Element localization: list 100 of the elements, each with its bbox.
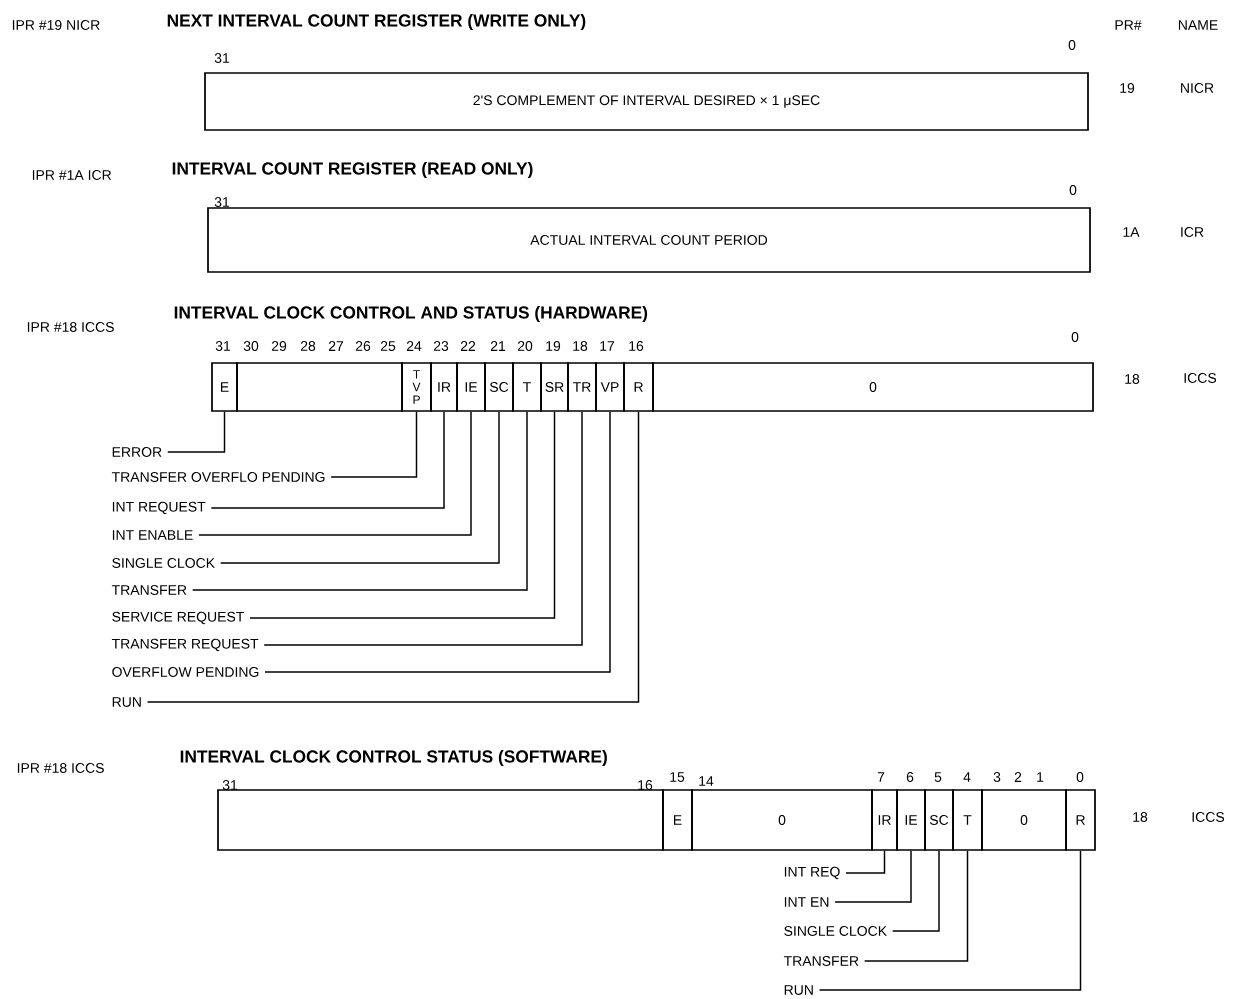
bit-number: 0 (1076, 772, 1084, 782)
leader-line (191, 411, 528, 591)
bit-field: IR (871, 789, 898, 851)
leader-line (818, 850, 1082, 991)
bit-number: 0 (1068, 40, 1076, 50)
bit-number: 0 (1071, 332, 1079, 342)
bit-field: T (512, 362, 542, 412)
field-name: ERROR (112, 447, 162, 457)
bit-number: 25 (380, 341, 396, 351)
field-name: TRANSFER (111, 585, 187, 595)
bit-number: 26 (355, 341, 371, 351)
bit-number: 29 (271, 341, 287, 351)
bit-number: PR# (1115, 20, 1142, 30)
bit-number: 17 (600, 341, 615, 351)
register-label: IPR #18 ICCS (27, 322, 114, 332)
register-label: IPR #19 NICR (12, 20, 100, 30)
leader-line (249, 411, 556, 619)
leader-line (198, 411, 472, 536)
register-label: IPR #18 ICCS (17, 763, 104, 773)
bit-number: 20 (517, 341, 533, 351)
leader-line (330, 411, 418, 478)
bit-number: 14 (699, 776, 714, 786)
bit-number: 5 (934, 772, 942, 782)
field-name: INT ENABLE (112, 530, 193, 540)
bit-number: 1A (1123, 227, 1140, 237)
bit-field: SR (540, 362, 569, 412)
field-name: RUN (784, 985, 813, 995)
bit-number: 18 (1133, 812, 1148, 822)
bit-field: IE (456, 362, 486, 412)
bit-number: ICCS (1192, 812, 1225, 822)
bit-field: IR (430, 362, 458, 412)
field-name: SINGLE CLOCK (784, 926, 887, 936)
field-name: SINGLE CLOCK (112, 558, 215, 568)
bit-number: NAME (1178, 20, 1218, 30)
field-name: INT REQUEST (112, 501, 206, 515)
field-name: RUN (112, 697, 141, 707)
bit-number: NICR (1181, 83, 1214, 93)
register-title: NEXT INTERVAL COUNT REGISTER (WRITE ONLY) (167, 13, 586, 31)
bit-number: 15 (670, 772, 685, 782)
register-field: 2'S COMPLEMENT OF INTERVAL DESIRED × 1 μSEC (204, 72, 1089, 131)
register-field: ACTUAL INTERVAL COUNT PERIOD (207, 207, 1091, 273)
bit-field: T (952, 789, 983, 851)
bit-number: 6 (906, 772, 914, 782)
bit-number: 31 (215, 341, 231, 351)
bit-number: 7 (877, 772, 885, 782)
bit-field: 0 (691, 789, 873, 851)
leader-line (834, 850, 912, 903)
bit-number: 21 (490, 341, 506, 351)
bit-number: 31 (222, 780, 238, 790)
bit-field: E (662, 789, 693, 851)
register-label: IPR #1A ICR (32, 170, 112, 180)
field-name: TRANSFER OVERFLO PENDING (111, 472, 325, 482)
bit-number: 1 (1037, 772, 1044, 782)
field-name: INT REQ (784, 866, 840, 880)
bit-number: 24 (406, 341, 422, 351)
leader-line (264, 411, 611, 673)
leader-line (167, 411, 226, 453)
register-title: INTERVAL COUNT REGISTER (READ ONLY) (172, 161, 533, 179)
bit-field: VP (595, 362, 625, 412)
field-name: SERVICE REQUEST (112, 611, 245, 625)
bit-field: TR (567, 362, 597, 412)
bit-field: R (1065, 789, 1096, 851)
bit-number: 3 (993, 772, 1001, 782)
bit-number: 16 (629, 341, 644, 351)
bit-field: R (623, 362, 654, 412)
bit-field: 0 (652, 362, 1094, 412)
leader-line (263, 411, 583, 646)
bit-number: 23 (433, 341, 449, 351)
leader-line (219, 411, 500, 564)
reserved-field (236, 362, 403, 412)
bit-number: 18 (573, 341, 588, 351)
bit-number: 19 (1120, 83, 1135, 93)
bit-number: ICCS (1184, 373, 1217, 383)
field-name: TRANSFER (783, 956, 859, 966)
bit-field: SC (484, 362, 514, 412)
leader-line (146, 411, 640, 703)
bit-number: 18 (1125, 374, 1140, 384)
field-name: OVERFLOW PENDING (112, 667, 259, 677)
bit-number: 19 (546, 341, 561, 351)
leader-line (863, 850, 969, 962)
bit-field: E (211, 362, 238, 412)
bit-field: SC (924, 789, 954, 851)
field-name: INT EN (784, 897, 829, 907)
bit-number: 2 (1014, 772, 1022, 782)
bit-field: IE (896, 789, 926, 851)
register-title: INTERVAL CLOCK CONTROL AND STATUS (HARDWARE) (174, 305, 648, 323)
register-title: INTERVAL CLOCK CONTROL STATUS (SOFTWARE) (180, 749, 607, 767)
reserved-field (217, 789, 664, 851)
bit-number: 4 (963, 772, 971, 782)
bit-number: 16 (638, 780, 653, 790)
leader-line (210, 411, 445, 509)
bit-number: ICR (1181, 227, 1204, 237)
leader-line (891, 850, 940, 932)
leader-line (845, 850, 886, 874)
bit-field: T V P (401, 362, 432, 412)
bit-number: 30 (243, 341, 259, 351)
bit-number: 0 (1069, 185, 1077, 195)
bit-field: 0 (981, 789, 1067, 851)
field-name: TRANSFER REQUEST (111, 638, 259, 652)
bit-number: 22 (460, 341, 476, 351)
